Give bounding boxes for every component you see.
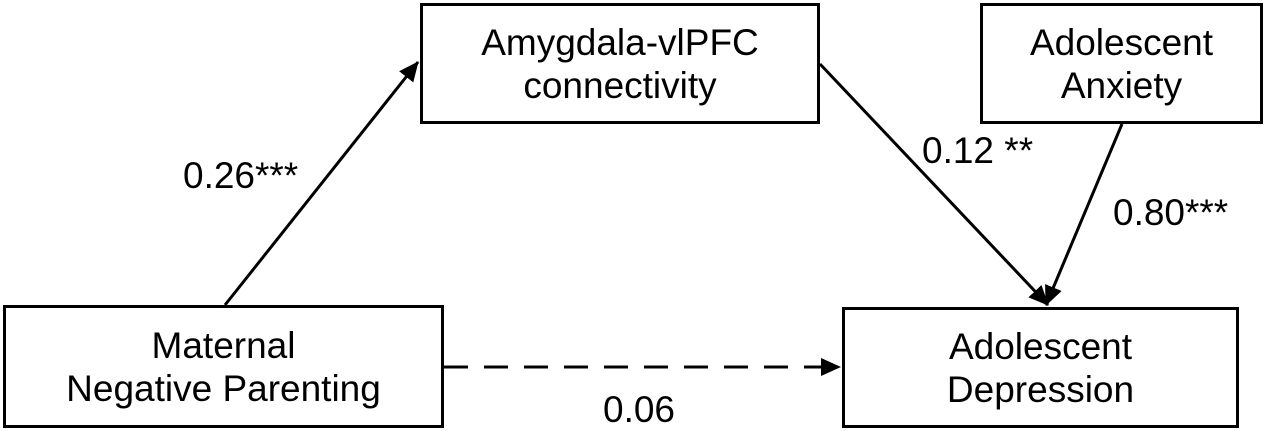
node-maternal-negative-parenting: Maternal Negative Parenting <box>3 305 444 428</box>
node-label-line2: Anxiety <box>1060 64 1183 106</box>
node-label-line1: Adolescent <box>1029 21 1214 63</box>
arrow-anxiety-to-depression <box>1044 123 1124 306</box>
arrow-maternal-to-amygdala <box>223 61 420 306</box>
coefficient-anxiety-to-depression: 0.80*** <box>1113 192 1229 233</box>
arrow-amygdala-to-depression <box>818 62 1050 307</box>
node-label-line1: Adolescent <box>948 325 1133 367</box>
node-adolescent-anxiety: Adolescent Anxiety <box>980 3 1263 124</box>
coefficient-maternal-to-depression: 0.06 <box>603 389 676 430</box>
node-label-line2: Depression <box>946 368 1135 410</box>
node-amygdala-vlpfc-connectivity: Amygdala-vlPFC connectivity <box>420 3 820 124</box>
coefficient-amygdala-to-depression: 0.12 ** <box>922 130 1034 171</box>
node-adolescent-depression: Adolescent Depression <box>842 307 1239 428</box>
node-label-line2: connectivity <box>523 64 717 106</box>
node-label-line1: Maternal <box>151 324 296 366</box>
coefficient-maternal-to-amygdala: 0.26*** <box>183 155 299 196</box>
node-label-line1: Amygdala-vlPFC <box>481 21 759 63</box>
node-label-line2: Negative Parenting <box>66 367 381 409</box>
